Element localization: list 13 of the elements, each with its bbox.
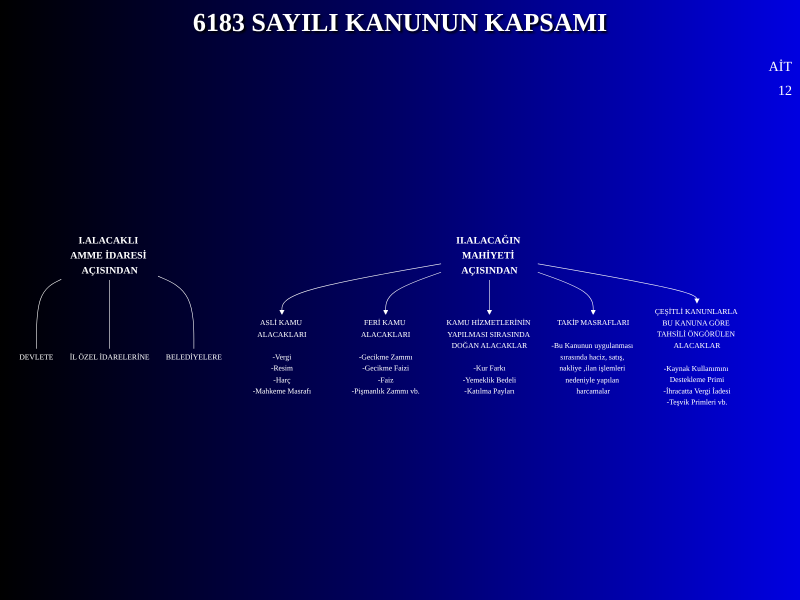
note-text: AİT	[768, 60, 792, 76]
arrow	[383, 272, 442, 315]
arrow	[538, 264, 700, 304]
connector	[109, 280, 110, 350]
connector	[36, 279, 62, 350]
node-text: I.ALACAKLI AMME İDARESİ AÇISINDAN	[70, 234, 147, 276]
node-text: II.ALACAĞIN MAHİYETİ AÇISINDAN	[456, 234, 520, 276]
note-text: 12	[778, 84, 792, 100]
slide-title: 6183 SAYILI KANUNUN KAPSAMI	[192, 8, 608, 38]
arrow	[486, 280, 492, 315]
arrow	[538, 272, 596, 315]
connector	[158, 276, 194, 350]
arrow	[279, 264, 442, 315]
